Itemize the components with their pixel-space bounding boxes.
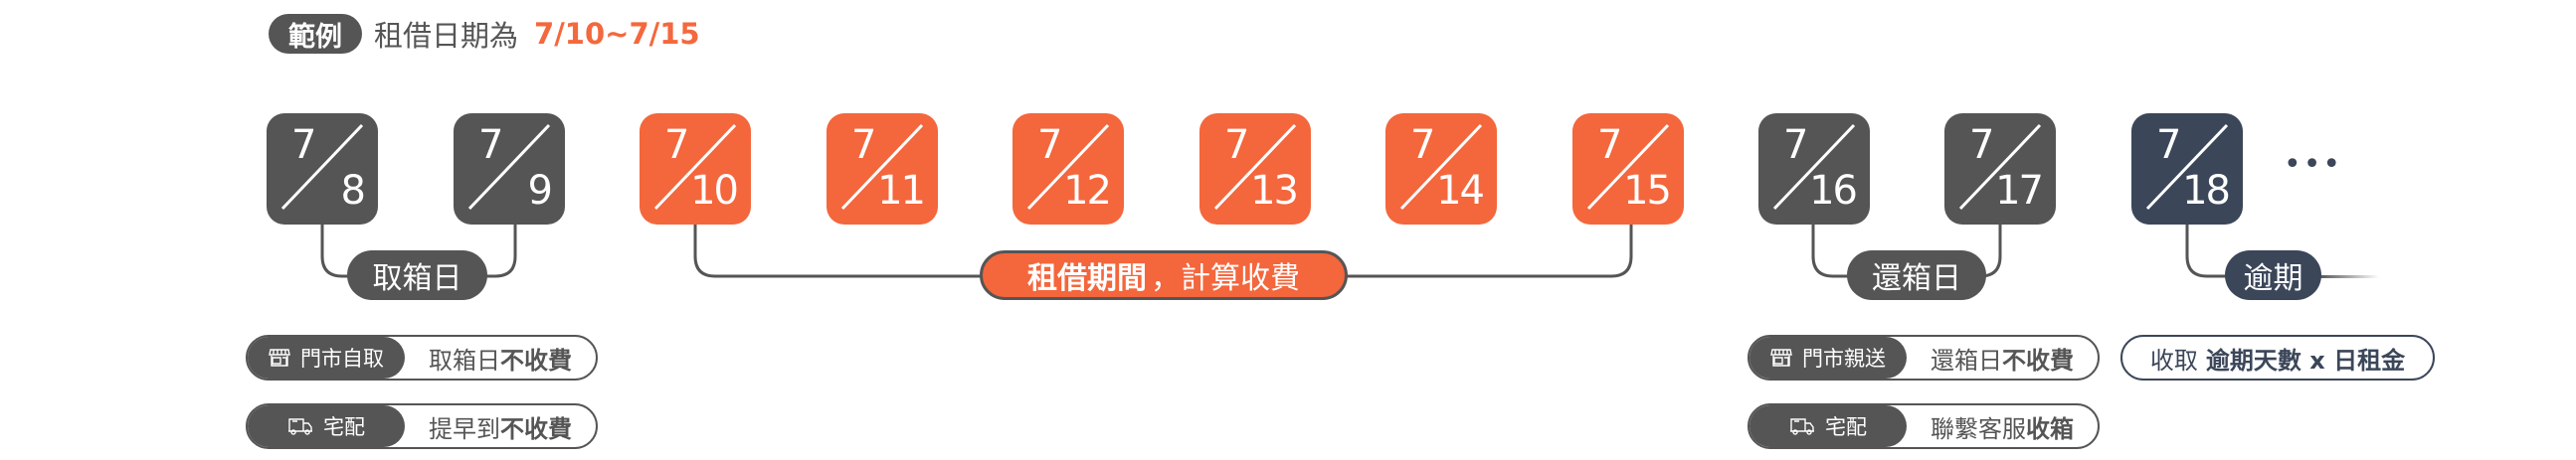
rental-period-label: 租借期間，計算收費 xyxy=(980,250,1348,300)
slash-icon xyxy=(1399,123,1483,211)
date-box-7-18: 7 18 xyxy=(2131,113,2243,225)
return-store-note: 還箱日不收費 xyxy=(1931,346,2074,375)
return-day-label: 還箱日 xyxy=(1847,250,1986,300)
slash-icon xyxy=(653,123,737,211)
date-box-7-11: 7 11 xyxy=(827,113,938,225)
tag-delivery-return: 宅配 聯繫客服收箱 xyxy=(1748,403,2100,449)
date-box-7-9: 7 9 xyxy=(454,113,565,225)
pickup-delivery-note: 提早到不收費 xyxy=(429,414,572,443)
example-badge: 範例 xyxy=(269,14,362,54)
tag-overdue-fee: 收取逾期天數 x 日租金 xyxy=(2120,335,2435,381)
store-icon xyxy=(1770,348,1792,368)
slash-icon xyxy=(2145,123,2229,211)
tag-store-return: 門市親送 還箱日不收費 xyxy=(1748,335,2100,381)
slash-icon xyxy=(1772,123,1856,211)
truck-icon xyxy=(287,416,313,436)
date-box-7-16: 7 16 xyxy=(1758,113,1870,225)
tag-delivery-pickup: 宅配 提早到不收費 xyxy=(246,403,598,449)
rental-date-caption: 租借日期為 xyxy=(374,19,519,53)
slash-icon xyxy=(840,123,924,211)
slash-icon xyxy=(1586,123,1670,211)
truck-icon xyxy=(1789,416,1815,436)
date-box-7-17: 7 17 xyxy=(1944,113,2056,225)
store-icon xyxy=(269,348,290,368)
date-box-7-13: 7 13 xyxy=(1199,113,1311,225)
slash-icon xyxy=(1958,123,2042,211)
overdue-fee-note: 收取逾期天數 x 日租金 xyxy=(2149,346,2406,375)
date-box-7-15: 7 15 xyxy=(1572,113,1684,225)
date-box-7-12: 7 12 xyxy=(1012,113,1124,225)
slash-icon xyxy=(1213,123,1297,211)
date-box-7-14: 7 14 xyxy=(1385,113,1497,225)
pickup-day-label: 取箱日 xyxy=(347,250,487,300)
date-box-7-10: 7 10 xyxy=(640,113,751,225)
rental-date-range: 7/10~7/15 xyxy=(534,17,700,51)
overdue-label: 逾期 xyxy=(2225,250,2321,300)
return-delivery-note: 聯繫客服收箱 xyxy=(1931,414,2074,443)
date-box-7-8: 7 8 xyxy=(267,113,378,225)
pickup-store-note: 取箱日不收費 xyxy=(429,346,572,375)
slash-icon xyxy=(1026,123,1110,211)
slash-icon xyxy=(467,123,551,211)
tag-store-pickup: 門市自取 取箱日不收費 xyxy=(246,335,598,381)
slash-icon xyxy=(280,123,364,211)
example-header: 範例 租借日期為 7/10~7/15 xyxy=(269,12,700,56)
more-dates-ellipsis: ••• xyxy=(2284,147,2343,182)
